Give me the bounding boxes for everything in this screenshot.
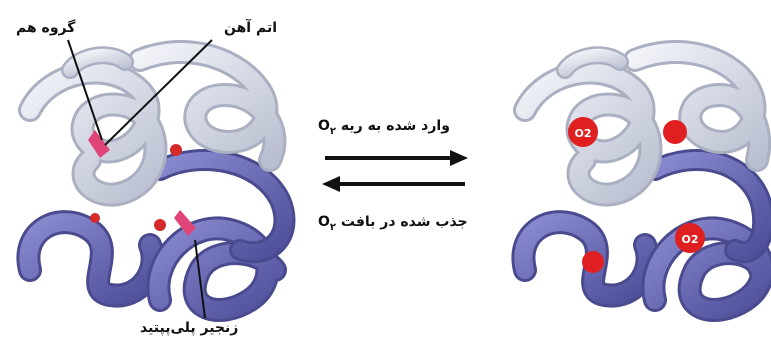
bound-oxygen: O2 O2 — [568, 117, 705, 273]
tissue-o2-subscript: ۲ — [329, 221, 337, 233]
reverse-arrow-head — [322, 176, 340, 192]
heme-group-1 — [88, 130, 110, 158]
chain-pointer-line — [194, 239, 206, 319]
polypeptide-chain-label: زنجیر پلی‌پپتید — [140, 320, 239, 336]
tissue-o2-symbol: O۲ — [318, 214, 337, 233]
tissue-o2-letter: O — [318, 214, 330, 230]
heme-groups — [88, 130, 196, 236]
iron-spot-2 — [154, 219, 166, 231]
heme-group-2 — [174, 210, 196, 236]
oxy-hemoglobin: O2 O2 — [511, 40, 771, 322]
oxygen-label-3: O2 — [681, 233, 698, 246]
tissue-absorption-text: جذب شده در بافت — [340, 214, 468, 230]
iron-spot-3 — [90, 213, 100, 223]
oxygen-molecule-3 — [675, 223, 705, 253]
lung-o2-symbol: O۲ — [318, 118, 337, 137]
oxygen-label-1: O2 — [574, 127, 591, 140]
tissue-absorption-label: O۲ جذب شده در بافت — [318, 214, 468, 233]
heme-pointer-line — [67, 39, 103, 141]
oxygen-molecule-2 — [663, 120, 687, 144]
oxygen-molecule-1 — [568, 117, 598, 147]
oxygen-molecule-4 — [582, 251, 604, 273]
lung-o2-subscript: ۲ — [329, 125, 337, 137]
lung-entry-label: O۲ وارد شده به ریه — [318, 118, 450, 137]
heme-group-label: گروه هم — [16, 20, 76, 36]
deoxy-hemoglobin — [16, 39, 296, 322]
dark-chain-group — [16, 149, 296, 322]
forward-arrow-head — [450, 150, 468, 166]
equilibrium-arrows — [322, 150, 468, 192]
light-chain-group — [18, 40, 287, 207]
lung-entry-text: وارد شده به ریه — [340, 118, 450, 134]
iron-spot-1 — [170, 144, 182, 156]
iron-atom-label: اتم آهن — [224, 20, 278, 36]
lung-o2-letter: O — [318, 118, 330, 134]
iron-pointer-line — [104, 39, 213, 146]
